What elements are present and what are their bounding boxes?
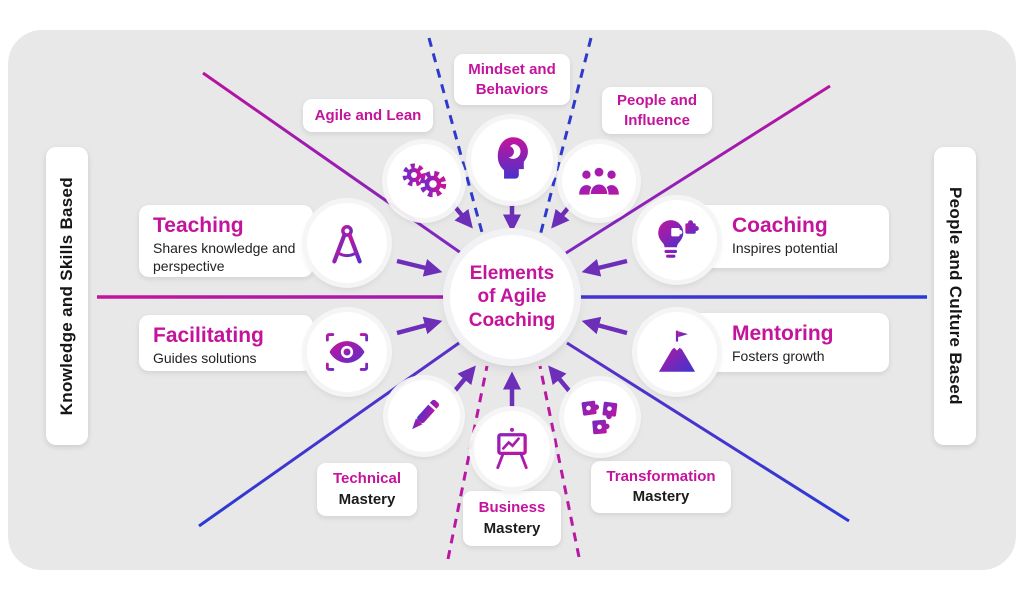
- card-mentoring-title: Mentoring: [732, 322, 834, 345]
- card-teaching: Teaching Shares knowledge and perspectiv…: [139, 205, 313, 277]
- right-axis-label: People and Culture Based: [934, 147, 976, 445]
- badge-agile-and-lean: Agile and Lean: [303, 99, 433, 132]
- left-axis-label: Knowledge and Skills Based: [46, 147, 88, 445]
- chart-easel-icon: [474, 411, 550, 487]
- lightbulb-puzzle-icon: [637, 200, 717, 280]
- technical-mastery-subtitle: Mastery: [338, 490, 396, 508]
- card-facilitating-title: Facilitating: [153, 324, 264, 347]
- technical-mastery-title: Technical: [332, 470, 402, 488]
- card-coaching-title: Coaching: [732, 214, 828, 237]
- card-teaching-title: Teaching: [153, 214, 244, 237]
- badge-mindset-and-behaviors: Mindset and Behaviors: [454, 54, 570, 105]
- head-mind-icon: [471, 119, 553, 201]
- mountain-flag-icon: [637, 312, 717, 392]
- center-node: Elements of Agile Coaching: [450, 235, 574, 359]
- card-facilitating-subtitle: Guides solutions: [153, 350, 257, 366]
- puzzle-pieces-icon: [564, 381, 636, 453]
- people-group-icon: [562, 144, 636, 218]
- left-axis-text: Knowledge and Skills Based: [57, 176, 76, 416]
- card-facilitating: Facilitating Guides solutions: [139, 315, 313, 371]
- badge-people-and-influence: People and Influence: [602, 87, 712, 134]
- pencil-icon: [388, 380, 460, 452]
- card-teaching-subtitle: Shares knowledge and perspective: [153, 240, 296, 274]
- transformation-mastery-subtitle: Mastery: [632, 488, 690, 505]
- card-coaching-subtitle: Inspires potential: [732, 240, 838, 256]
- card-mentoring-subtitle: Fosters growth: [732, 348, 825, 364]
- transformation-mastery-title: Transformation: [606, 467, 716, 485]
- box-technical-mastery: Technical Mastery: [317, 463, 417, 516]
- gears-icon: [387, 144, 461, 218]
- business-mastery-subtitle: Mastery: [483, 519, 541, 537]
- eye-focus-icon: [307, 312, 387, 392]
- box-business-mastery: Business Mastery: [463, 491, 561, 546]
- center-line-1: Elements: [469, 263, 555, 285]
- drafting-compass-icon: [307, 203, 387, 283]
- center-line-3: Coaching: [468, 309, 556, 331]
- center-line-2: of Agile: [477, 286, 547, 308]
- right-axis-text: People and Culture Based: [946, 187, 965, 405]
- box-transformation-mastery: Transformation Mastery: [591, 461, 731, 513]
- business-mastery-title: Business: [478, 499, 546, 517]
